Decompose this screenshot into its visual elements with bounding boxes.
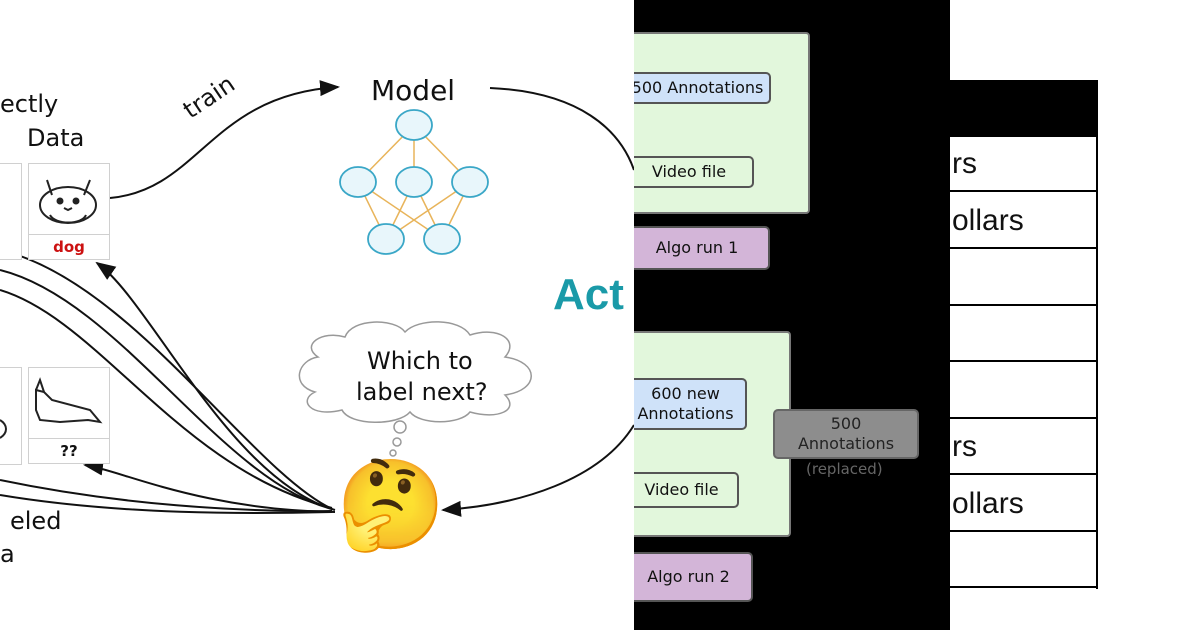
active-learning-title: Act xyxy=(553,270,624,319)
table-cell: ollars xyxy=(952,204,1024,237)
video-file-label-2: Video file xyxy=(644,480,719,499)
video-file-label-1: Video file xyxy=(651,162,727,181)
labeled-card-partial xyxy=(0,163,22,260)
diagram-connectors xyxy=(0,80,634,517)
unlabeled-data-label-line2: a xyxy=(0,540,15,568)
table-cell: rs xyxy=(952,147,977,180)
pool-line-1 xyxy=(0,289,333,509)
labeled-data-label-line2: Data xyxy=(27,124,85,152)
model-out-arrow xyxy=(489,87,634,171)
annotations-500-label: 500 Annotations xyxy=(634,78,764,97)
algo-run-1-box: Algo run 1 xyxy=(634,226,770,270)
thought-cloud xyxy=(298,321,532,457)
cost-table-fragment: rs ollars rs ollars xyxy=(950,0,1200,630)
labeled-data-label-line1: ectly xyxy=(0,90,59,118)
pool-line-2 xyxy=(0,269,333,510)
annotations-500-box: 500 Annotations xyxy=(634,72,771,104)
pool-line-5 xyxy=(0,494,333,515)
dog-drawing xyxy=(35,377,103,424)
thought-text-line2: label next? xyxy=(356,378,488,406)
algo-run-2-label: Algo run 2 xyxy=(647,567,730,586)
video-file-box-2: Video file xyxy=(634,472,739,508)
annotations-600-box: 600 new Annotations xyxy=(634,378,747,430)
cat-drawing xyxy=(39,179,97,224)
cat-label: dog xyxy=(28,234,110,260)
table-row: rs xyxy=(950,420,1098,475)
table-row xyxy=(950,251,1098,306)
active-learning-diagram: ectly Data train Model dog ?? eled a Whi… xyxy=(0,69,634,568)
unlabeled-card-dog xyxy=(28,367,110,439)
unknown-label: ?? xyxy=(28,438,110,464)
train-arrow xyxy=(109,80,340,199)
table-row: rs xyxy=(950,137,1098,192)
network-nodes xyxy=(339,109,489,255)
annotations-600-line2: Annotations xyxy=(637,404,734,423)
thinking-face-icon: 🤔 xyxy=(336,453,446,556)
query-arrow-2 xyxy=(83,459,336,513)
table-row: ollars xyxy=(950,194,1098,249)
video-file-box-1: Video file xyxy=(634,156,754,188)
pool-line-3 xyxy=(0,249,333,510)
table-row: ollars xyxy=(950,477,1098,532)
table-row xyxy=(950,307,1098,362)
thought-text-line1: Which to xyxy=(367,347,473,375)
table-cell: rs xyxy=(952,430,977,463)
unlabeled-card-partial xyxy=(0,367,22,465)
replaced-annotations-line2: Annotations xyxy=(797,434,895,453)
table-header xyxy=(950,80,1098,137)
table-body: rs ollars rs ollars xyxy=(950,137,1098,589)
return-arrow xyxy=(441,424,634,517)
query-arrow-1 xyxy=(95,261,336,511)
unlabeled-data-label-line1: eled xyxy=(10,507,62,535)
annotations-600-line1: 600 new xyxy=(651,384,720,403)
table-row xyxy=(950,364,1098,419)
pool-line-4 xyxy=(0,479,333,513)
annotation-versioning-diagram: 500 Annotations Video file Algo run 1 60… xyxy=(634,0,950,630)
table-cell: ollars xyxy=(952,487,1024,520)
table-row xyxy=(950,533,1098,588)
replaced-note: (replaced) xyxy=(806,460,883,478)
replaced-annotations-line1: 500 xyxy=(830,414,862,433)
replaced-annotations-box: 500 Annotations xyxy=(773,409,919,459)
algo-run-1-label: Algo run 1 xyxy=(655,238,739,257)
algo-run-2-box: Algo run 2 xyxy=(634,552,753,602)
model-label: Model xyxy=(371,74,456,107)
labeled-card-cat xyxy=(28,163,110,235)
